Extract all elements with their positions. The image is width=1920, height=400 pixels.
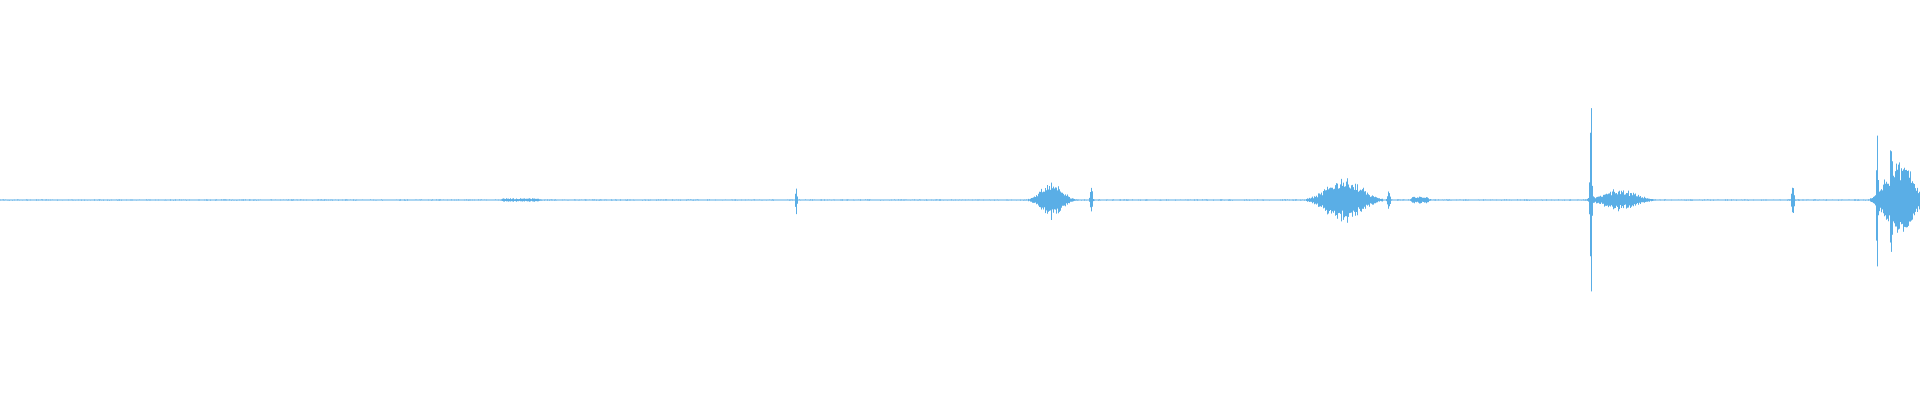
waveform-samples	[0, 108, 1920, 292]
waveform-peaks	[0, 108, 1920, 292]
